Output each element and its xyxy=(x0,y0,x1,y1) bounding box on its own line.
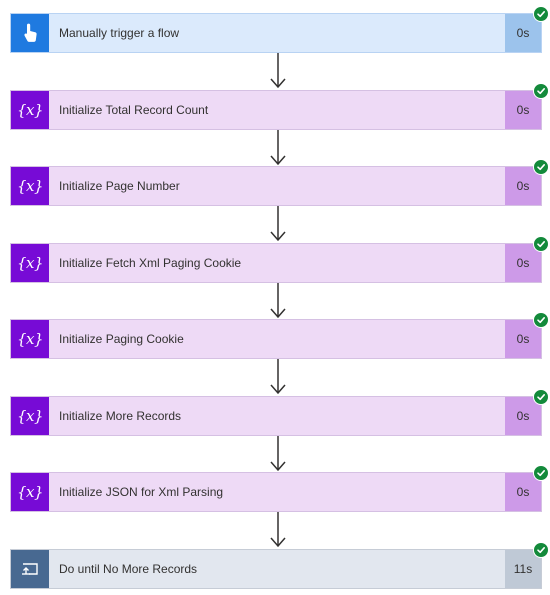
success-check-icon xyxy=(533,236,549,252)
variable-icon: {x} xyxy=(11,397,49,435)
success-check-icon xyxy=(533,312,549,328)
step-initialize-total-record-count[interactable]: {x} Initialize Total Record Count 0s xyxy=(10,83,549,130)
step-duration: 11s xyxy=(505,550,541,588)
loop-icon xyxy=(11,550,49,588)
success-check-icon xyxy=(533,465,549,481)
connector-arrow-icon xyxy=(270,512,286,548)
step-manually-trigger-a-flow[interactable]: Manually trigger a flow 0s xyxy=(10,6,549,53)
step-initialize-json-for-xml-parsing[interactable]: {x} Initialize JSON for Xml Parsing 0s xyxy=(10,465,549,512)
connector-arrow-icon xyxy=(270,130,286,166)
variable-icon: {x} xyxy=(11,244,49,282)
success-check-icon xyxy=(533,542,549,558)
step-initialize-fetch-xml-paging-cookie[interactable]: {x} Initialize Fetch Xml Paging Cookie 0… xyxy=(10,236,549,283)
variable-icon: {x} xyxy=(11,320,49,358)
success-check-icon xyxy=(533,159,549,175)
variable-icon: {x} xyxy=(11,91,49,129)
connector-arrow-icon xyxy=(270,436,286,472)
step-duration: 0s xyxy=(505,244,541,282)
step-title: Initialize Total Record Count xyxy=(59,103,209,117)
step-do-until-no-more-records[interactable]: Do until No More Records 11s xyxy=(10,542,549,589)
connector-arrow-icon xyxy=(270,206,286,242)
step-title: Manually trigger a flow xyxy=(59,26,180,40)
touch-hand-icon xyxy=(11,14,49,52)
step-initialize-more-records[interactable]: {x} Initialize More Records 0s xyxy=(10,389,549,436)
step-title: Initialize More Records xyxy=(59,409,182,423)
step-duration: 0s xyxy=(505,167,541,205)
step-initialize-paging-cookie[interactable]: {x} Initialize Paging Cookie 0s xyxy=(10,312,549,359)
variable-icon: {x} xyxy=(11,167,49,205)
success-check-icon xyxy=(533,83,549,99)
success-check-icon xyxy=(533,6,549,22)
step-title: Initialize Paging Cookie xyxy=(59,332,184,346)
step-duration: 0s xyxy=(505,91,541,129)
connector-arrow-icon xyxy=(270,359,286,395)
step-duration: 0s xyxy=(505,320,541,358)
step-duration: 0s xyxy=(505,14,541,52)
connector-arrow-icon xyxy=(270,53,286,89)
step-title: Initialize JSON for Xml Parsing xyxy=(59,485,224,499)
step-title: Initialize Page Number xyxy=(59,179,180,193)
success-check-icon xyxy=(533,389,549,405)
step-duration: 0s xyxy=(505,473,541,511)
step-duration: 0s xyxy=(505,397,541,435)
step-title: Do until No More Records xyxy=(59,562,198,576)
step-title: Initialize Fetch Xml Paging Cookie xyxy=(59,256,242,270)
step-initialize-page-number[interactable]: {x} Initialize Page Number 0s xyxy=(10,159,549,206)
variable-icon: {x} xyxy=(11,473,49,511)
connector-arrow-icon xyxy=(270,283,286,319)
